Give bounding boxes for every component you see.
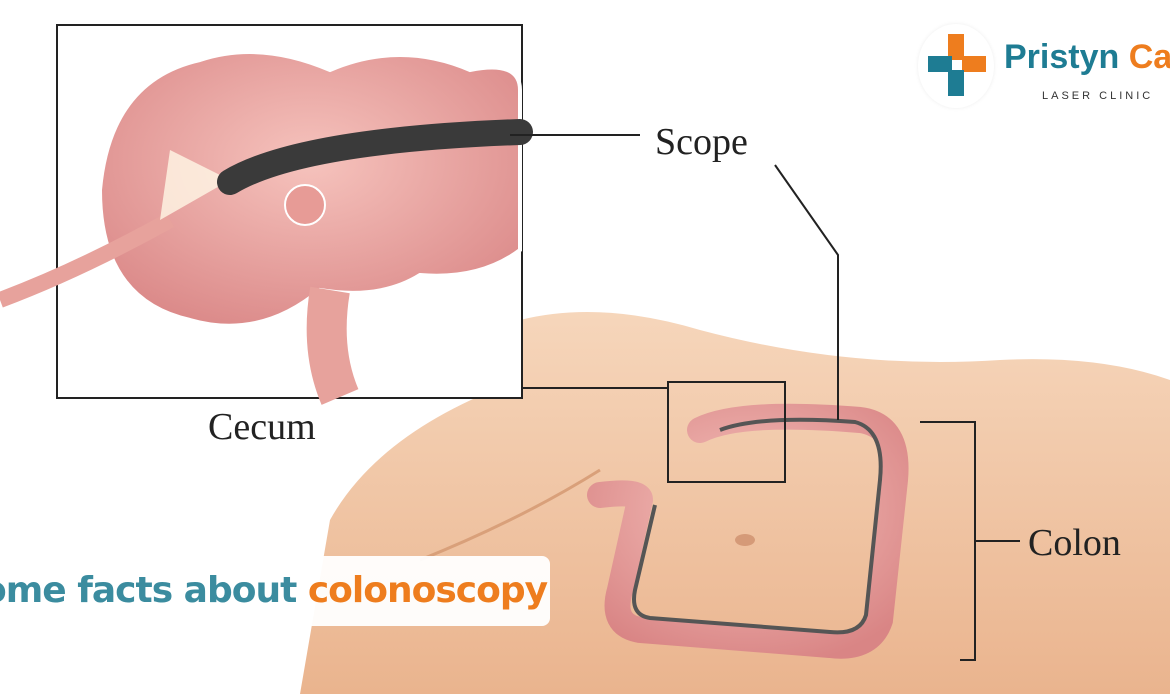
ileocecal-valve	[284, 184, 326, 226]
light-cone	[160, 150, 230, 220]
colon-label: Colon	[1028, 522, 1121, 564]
appendix	[0, 213, 174, 308]
scope-in-colon-wire	[774, 164, 839, 420]
cecum-label: Cecum	[208, 406, 316, 448]
colon	[587, 403, 909, 659]
ileum	[306, 286, 359, 405]
pristyn-care-logo: Pristyn Ca LASER CLINIC	[918, 24, 1170, 114]
zoom-box	[667, 381, 786, 483]
scope-tube	[217, 119, 533, 195]
body-fold	[419, 468, 601, 562]
title-banner: ome facts about colonoscopy	[0, 556, 550, 626]
navel	[735, 534, 755, 546]
cross-logo-icon	[918, 24, 994, 108]
brand-name: Pristyn Ca	[1004, 38, 1170, 76]
colon-bracket	[920, 421, 1020, 661]
scope-label: Scope	[655, 121, 748, 163]
title-text: ome facts about colonoscopy	[0, 570, 548, 611]
brand-tagline: LASER CLINIC	[1042, 90, 1154, 102]
